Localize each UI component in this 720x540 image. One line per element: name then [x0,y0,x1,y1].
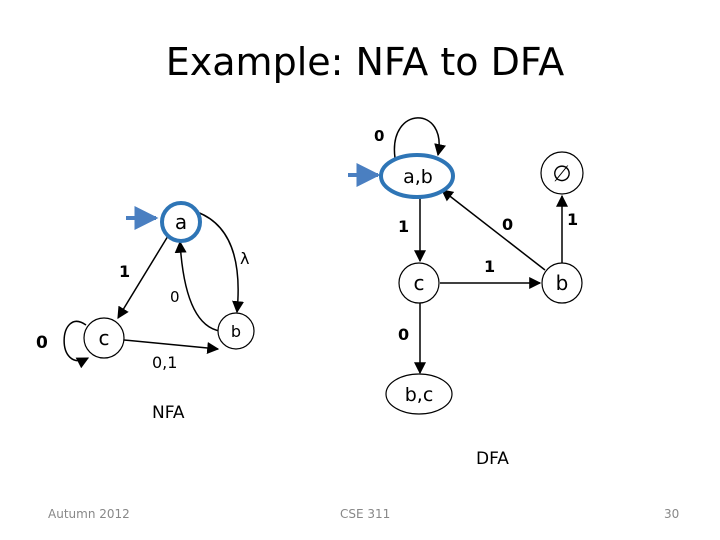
nfa-label-c-c: 0 [36,333,48,353]
dfa-edge-b-ab [441,189,546,271]
dfa-state-b-label: b [556,271,569,295]
dfa-label-ab-ab: 0 [374,127,384,145]
nfa-state-b: b [217,312,255,350]
nfa-edge-c-b [123,339,220,354]
nfa-state-c: c [83,317,125,359]
nfa-state-a-label: a [175,210,187,234]
dfa-state-empty: ∅ [540,151,584,195]
dfa-edge-ab-ab [393,117,446,159]
dfa-state-bc: b,c [385,373,453,415]
nfa-edge-a-c [117,235,169,320]
dfa-diagram: a,b ∅ c b b,c 0 1 0 1 1 0 [348,117,584,415]
dfa-state-bc-label: b,c [405,384,434,406]
nfa-edge-b-a [174,240,221,332]
nfa-state-c-label: c [99,326,110,350]
dfa-state-b: b [541,262,583,304]
dfa-state-ab-label: a,b [403,166,433,188]
dfa-state-c: c [398,262,440,304]
nfa-edge-c-c [63,320,90,369]
nfa-state-b-label: b [231,322,241,341]
dfa-label-ab-c: 1 [398,217,409,236]
dfa-label-c-b: 1 [484,257,495,276]
nfa-state-a: a [160,201,202,243]
dfa-label-c-bc: 0 [398,325,409,344]
footer-page-number: 30 [664,507,680,521]
slide-title: Example: NFA to DFA [165,40,565,84]
nfa-label-a-b: λ [240,249,249,268]
dfa-state-ab: a,b [379,153,455,199]
dfa-state-empty-label: ∅ [552,162,571,187]
nfa-label-b-a: 0 [170,288,180,306]
nfa-caption: NFA [152,403,185,423]
dfa-label-b-ab: 0 [502,215,513,234]
dfa-state-c-label: c [414,271,425,295]
dfa-label-b-empty: 1 [567,210,578,229]
footer-date: Autumn 2012 [48,507,130,521]
nfa-label-a-c: 1 [119,262,130,281]
nfa-label-c-b: 0,1 [152,353,177,372]
nfa-edge-a-b [196,211,245,314]
dfa-caption: DFA [476,449,509,469]
footer-course: CSE 311 [340,507,391,521]
nfa-diagram: a c b 1 λ 0 0 0,1 [36,201,255,372]
